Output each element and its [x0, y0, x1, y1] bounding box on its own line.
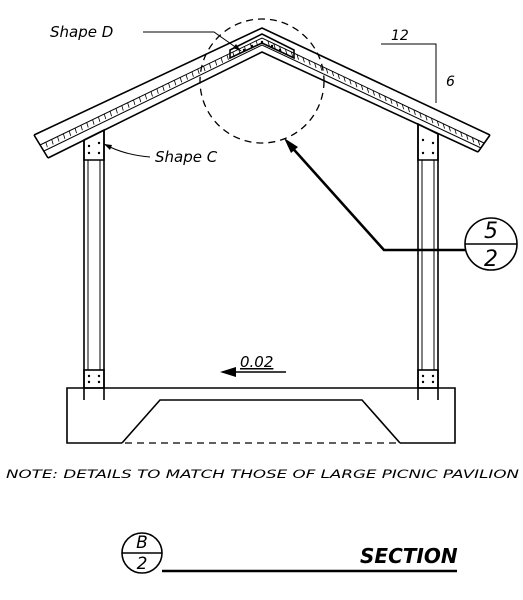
- left-post: [83, 130, 105, 400]
- right-post: [417, 122, 439, 400]
- section-letter: B: [136, 533, 148, 553]
- slope-rise-label: 6: [446, 74, 455, 90]
- shape-d-label: Shape D: [50, 23, 113, 41]
- floor-slope-arrow: 0.02: [220, 353, 286, 377]
- shape-c-leader: Shape C: [103, 143, 218, 166]
- roof-left-fascia: [33, 134, 49, 159]
- section-sheet: 2: [137, 554, 148, 574]
- right-post-base-plate: [417, 369, 439, 389]
- shape-c-knee-plate: [83, 128, 105, 161]
- shape-d-leader: Shape D: [50, 23, 242, 52]
- roof-sheathing-line: [39, 37, 485, 146]
- detail-circle: [199, 18, 325, 144]
- general-note: NOTE: DETAILS TO MATCH THOSE OF LARGE PI…: [6, 468, 520, 481]
- foundation-slab: [66, 387, 456, 444]
- detail-callout-leader: [284, 138, 465, 252]
- section-callout: B 2: [121, 532, 163, 574]
- detail-sheet: 2: [484, 247, 498, 272]
- shape-c-label: Shape C: [155, 148, 218, 166]
- roof-top-edge: [33, 27, 491, 136]
- right-knee-plate: [417, 122, 439, 161]
- roof-shingle-ticks: [45, 40, 481, 148]
- roof-batten-line: [43, 44, 482, 152]
- roof-right-fascia: [477, 134, 491, 153]
- roof: [33, 27, 491, 159]
- left-post-base-plate: [83, 369, 105, 389]
- detail-number: 5: [484, 219, 498, 244]
- slope-indicator: 12 6: [381, 28, 455, 103]
- roof-bottom-edge: [47, 51, 479, 159]
- shape-d-ridge-plate: [229, 33, 295, 60]
- section-title: SECTION: [360, 544, 458, 568]
- slope-triangle: [381, 43, 437, 103]
- floor-slope-label: 0.02: [240, 353, 273, 371]
- slope-run-label: 12: [391, 28, 409, 44]
- detail-callout: 5 2: [464, 217, 518, 272]
